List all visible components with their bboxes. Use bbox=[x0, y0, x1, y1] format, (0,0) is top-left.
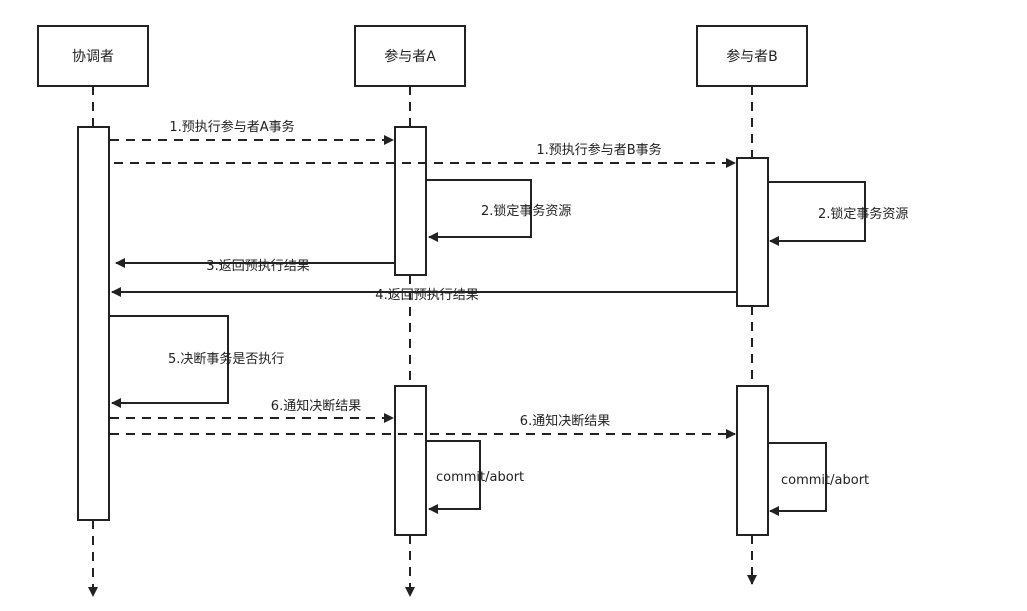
coordinator-activation bbox=[77, 126, 110, 521]
participant-a-activation-1 bbox=[394, 126, 427, 276]
message-label-1a: 1.预执行参与者A事务 bbox=[169, 119, 294, 135]
participant-b-activation-2 bbox=[736, 385, 769, 536]
message-arrow-5 bbox=[110, 315, 229, 408]
participant-label: 协调者 bbox=[72, 49, 114, 65]
message-arrow-7b bbox=[769, 442, 827, 516]
participant-box-b: 参与者B bbox=[696, 25, 808, 87]
message-label-4: 4.返回预执行结果 bbox=[375, 288, 478, 303]
participant-box-coordinator: 协调者 bbox=[37, 25, 149, 87]
message-label-3: 3.返回预执行结果 bbox=[206, 259, 309, 274]
message-label-7a: commit/abort bbox=[436, 470, 524, 485]
message-label-1b: 1.预执行参与者B事务 bbox=[536, 142, 661, 158]
message-arrow-7a bbox=[427, 440, 481, 514]
message-arrow-2b bbox=[769, 181, 866, 246]
participant-label: 参与者A bbox=[384, 48, 436, 65]
message-label-5: 5.决断事务是否执行 bbox=[168, 351, 284, 367]
message-label-7b: commit/abort bbox=[781, 473, 869, 488]
message-label-2b: 2.锁定事务资源 bbox=[818, 206, 908, 222]
participant-box-a: 参与者A bbox=[354, 25, 466, 87]
message-label-2a: 2.锁定事务资源 bbox=[481, 203, 571, 219]
participant-a-activation-2 bbox=[394, 385, 427, 536]
message-label-6a: 6.通知决断结果 bbox=[271, 398, 361, 414]
participant-b-activation-1 bbox=[736, 157, 769, 307]
message-arrow-2a bbox=[427, 179, 532, 242]
participant-label: 参与者B bbox=[726, 48, 778, 65]
message-label-6b: 6.通知决断结果 bbox=[520, 413, 610, 429]
